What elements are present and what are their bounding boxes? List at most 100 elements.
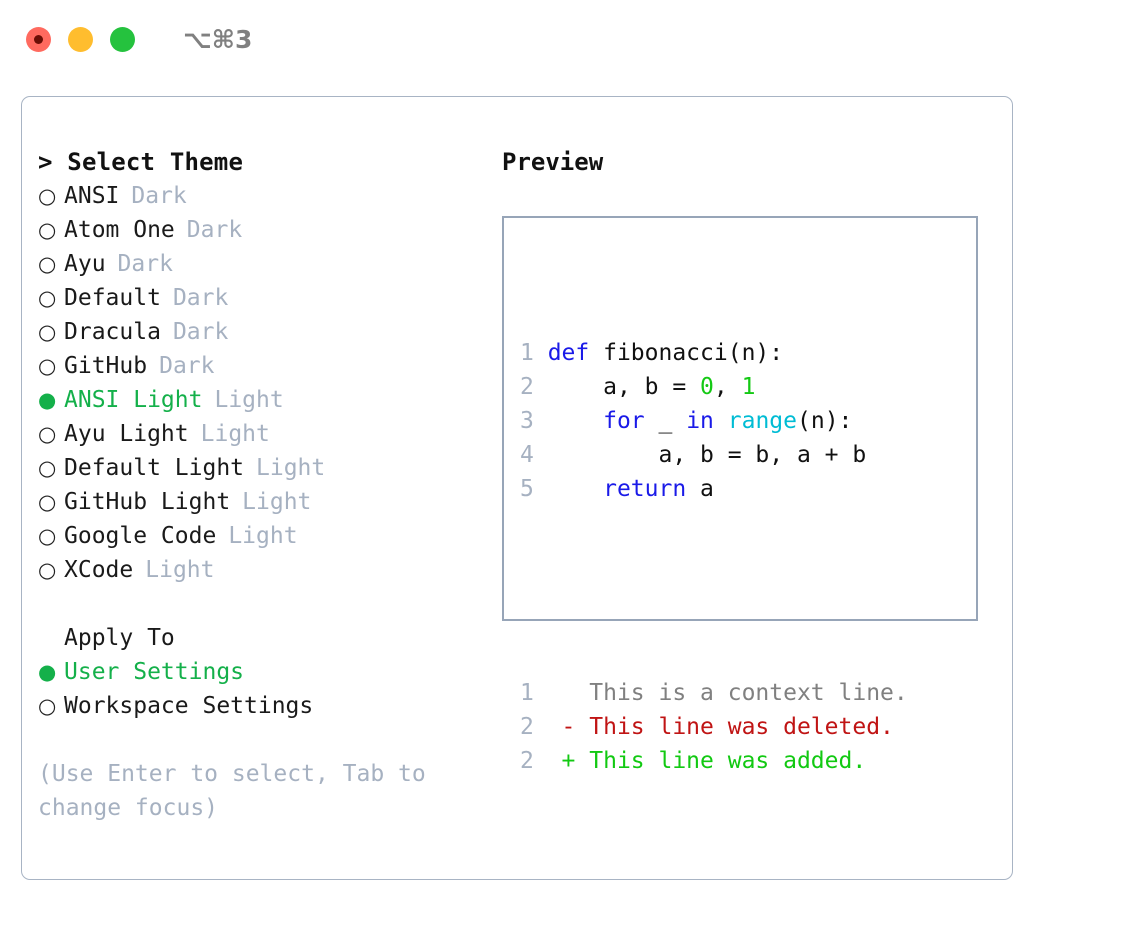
theme-option-badge: Dark — [131, 183, 187, 209]
line-number: 4 — [520, 442, 534, 468]
diff-line: 1 This is a context line. — [520, 676, 908, 710]
diff-line: 2 - This line was deleted. — [520, 710, 908, 744]
line-number: 1 — [520, 680, 534, 706]
theme-option-11[interactable]: ○ XCode Light — [38, 553, 498, 587]
radio-unselected-icon: ○ — [38, 320, 57, 344]
theme-option-badge: Dark — [172, 319, 229, 345]
apply-to-option-0[interactable]: ● User Settings — [38, 655, 498, 689]
code-line: 1 def fibonacci(n): — [520, 336, 908, 370]
theme-option-label: Default Light — [64, 455, 245, 481]
code-token-kw: for — [603, 408, 645, 434]
close-window-button[interactable] — [26, 26, 51, 52]
code-diff-separator — [520, 574, 908, 608]
line-number: 5 — [520, 476, 534, 502]
window-titlebar: ⌥⌘3 — [0, 0, 1140, 78]
apply-to-option-label: Workspace Settings — [64, 693, 314, 719]
code-token-txt: _ — [644, 408, 687, 434]
apply-to-heading: Apply To — [64, 625, 175, 651]
apply-to-option-list: ● User Settings ○ Workspace Settings — [38, 655, 498, 723]
theme-option-badge: Light — [200, 421, 270, 447]
diff-line: 2 + This line was added. — [520, 744, 908, 778]
code-token-txt: fibonacci(n): — [603, 340, 784, 366]
radio-unselected-icon: ○ — [38, 456, 57, 480]
preview-column: Preview 1 def fibonacci(n): 2 a, b = 0, 1… — [502, 145, 1002, 774]
radio-unselected-icon: ○ — [38, 558, 57, 582]
theme-option-badge: Light — [256, 455, 326, 481]
theme-option-label: Dracula — [64, 319, 161, 345]
select-theme-heading: > Select Theme — [38, 148, 244, 176]
theme-option-10[interactable]: ○ Google Code Light — [38, 519, 498, 553]
code-token-add: + This line was added. — [547, 748, 867, 774]
radio-unselected-icon: ○ — [38, 490, 57, 514]
theme-option-label: XCode — [64, 557, 134, 583]
theme-option-badge: Light — [228, 523, 298, 549]
line-number: 2 — [520, 714, 534, 740]
radio-unselected-icon: ○ — [38, 252, 57, 276]
traffic-lights — [26, 26, 135, 52]
maximize-window-button[interactable] — [110, 26, 135, 52]
theme-option-badge: Light — [214, 387, 284, 413]
theme-option-3[interactable]: ○ Default Dark — [38, 281, 498, 315]
apply-to-option-label: User Settings — [64, 659, 245, 685]
code-token-kw: return — [603, 476, 687, 502]
apply-to-option-1[interactable]: ○ Workspace Settings — [38, 689, 498, 723]
code-token-kw: in — [686, 408, 714, 434]
code-token-kw: def — [547, 340, 604, 366]
code-token-ctx: This is a context line. — [547, 680, 908, 706]
theme-option-label: Ayu Light — [64, 421, 189, 447]
code-token-txt: (n): — [797, 408, 853, 434]
code-preview: 1 def fibonacci(n): 2 a, b = 0, 1 3 for _ … — [520, 268, 908, 846]
code-line: 4 a, b = b, a + b — [520, 438, 908, 472]
theme-option-badge: Dark — [186, 217, 243, 243]
theme-option-label: ANSI — [64, 183, 120, 209]
theme-option-5[interactable]: ○ GitHub Dark — [38, 349, 498, 383]
theme-option-badge: Dark — [159, 353, 215, 379]
radio-unselected-icon: ○ — [38, 354, 57, 378]
line-number: 3 — [520, 408, 534, 434]
theme-option-label: Google Code — [64, 523, 217, 549]
code-token-txt — [714, 408, 728, 434]
code-token-txt — [548, 476, 603, 502]
code-token-del: - This line was deleted. — [547, 714, 894, 740]
code-token-txt — [548, 408, 603, 434]
radio-unselected-icon: ○ — [38, 524, 57, 548]
code-token-txt: a — [686, 476, 714, 502]
line-number: 2 — [520, 748, 534, 774]
section-spacer — [38, 587, 498, 621]
theme-option-badge: Dark — [172, 285, 229, 311]
code-line: 3 for _ in range(n): — [520, 404, 908, 438]
line-number: 1 — [520, 340, 534, 366]
keyboard-hint-text: (Use Enter to select, Tab to change focu… — [38, 761, 440, 821]
radio-unselected-icon: ○ — [38, 286, 57, 310]
theme-option-8[interactable]: ○ Default Light Light — [38, 451, 498, 485]
code-token-num: 0 — [700, 374, 714, 400]
radio-selected-icon: ● — [38, 660, 57, 684]
radio-unselected-icon: ○ — [38, 422, 57, 446]
theme-option-label: GitHub — [64, 353, 148, 379]
code-token-fn: range — [727, 408, 797, 434]
theme-option-badge: Light — [145, 557, 215, 583]
theme-option-4[interactable]: ○ Dracula Dark — [38, 315, 498, 349]
theme-option-label: Atom One — [64, 217, 175, 243]
radio-unselected-icon: ○ — [38, 694, 57, 718]
keyboard-shortcut-label: ⌥⌘3 — [183, 24, 253, 54]
theme-option-7[interactable]: ○ Ayu Light Light — [38, 417, 498, 451]
code-token-txt: , — [713, 374, 742, 400]
radio-selected-icon: ● — [38, 388, 57, 412]
minimize-window-button[interactable] — [68, 26, 93, 52]
diff-sample: 1 This is a context line.2 - This line w… — [520, 676, 908, 778]
code-token-txt: a, b = b, a + b — [547, 442, 867, 468]
code-sample: 1 def fibonacci(n): 2 a, b = 0, 1 3 for _ … — [520, 336, 908, 506]
code-token-txt: a, b = — [547, 374, 701, 400]
theme-option-label: Default — [64, 285, 161, 311]
preview-heading: Preview — [502, 148, 604, 176]
line-number: 2 — [520, 374, 534, 400]
